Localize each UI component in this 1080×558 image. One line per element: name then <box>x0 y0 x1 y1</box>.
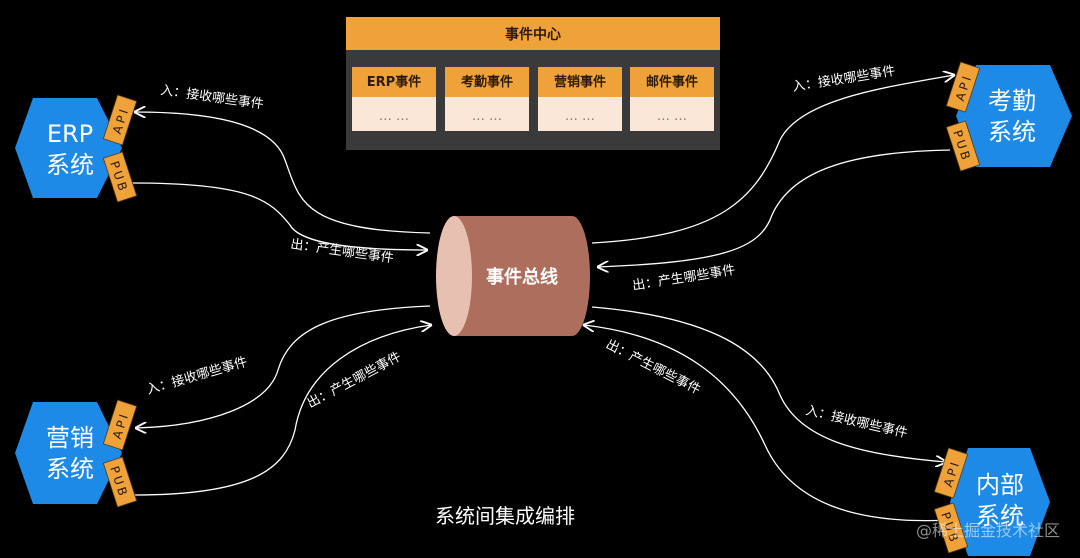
api-tag-background <box>102 399 138 451</box>
event-center-header <box>346 17 720 50</box>
event-center-panel: 事件中心 ERP事件 … … 考勤事件 … … 营销事件 … … 邮件事件 … … <box>346 17 720 150</box>
system-internal: 内部 系统 API PUB <box>933 447 1050 556</box>
watermark: @稀土掘金技术社区 <box>916 521 1060 540</box>
flow-label-marketing-in: 入：接收哪些事件 <box>145 354 249 398</box>
event-card-header <box>538 67 622 97</box>
event-card-body <box>538 97 622 131</box>
event-card-body <box>445 97 529 131</box>
api-tag: API <box>933 447 969 499</box>
pub-tag-background <box>933 502 969 554</box>
event-card-label: ERP事件 <box>367 74 421 90</box>
pub-tag: PUB <box>933 502 969 554</box>
event-card-marketing: 营销事件 … … <box>538 67 622 131</box>
flow-label-attendance-in: 入：接收哪些事件 <box>791 63 896 95</box>
event-card-ellipsis: … … <box>472 109 502 124</box>
event-bus: 事件总线 <box>436 216 590 336</box>
flow-label-erp-out: 出：产生哪些事件 <box>289 237 394 266</box>
api-tag-background <box>945 61 981 113</box>
flow-erp-out <box>131 182 427 250</box>
system-name-line2: 系统 <box>988 118 1036 146</box>
event-card-attendance: 考勤事件 … … <box>445 67 529 131</box>
flow-internal-out <box>584 325 951 522</box>
event-card-label: 营销事件 <box>554 74 606 90</box>
event-card-header <box>445 67 529 97</box>
api-tag: API <box>102 94 138 146</box>
event-card-header <box>352 67 436 97</box>
event-card-body <box>630 97 714 131</box>
flow-label-attendance-out: 出：产生哪些事件 <box>631 263 736 294</box>
event-card-mail: 邮件事件 … … <box>630 67 714 131</box>
system-name-line1: ERP <box>47 120 93 148</box>
event-card-label: 考勤事件 <box>461 74 513 90</box>
flow-lines <box>131 75 954 522</box>
event-card-erp: ERP事件 … … <box>352 67 436 131</box>
system-name-line2: 系统 <box>976 502 1024 530</box>
flow-label-erp-in: 入：接收哪些事件 <box>159 82 264 112</box>
system-marketing: 营销 系统 API PUB <box>15 399 138 508</box>
pub-tag: PUB <box>102 456 138 508</box>
event-card-body <box>352 97 436 131</box>
event-card-label: 邮件事件 <box>646 74 698 90</box>
flow-internal-in <box>591 306 946 462</box>
api-tag-background <box>102 94 138 146</box>
system-name-line2: 系统 <box>46 151 94 179</box>
event-bus-cap <box>436 216 472 336</box>
api-tag-background <box>933 447 969 499</box>
system-hexagon <box>950 448 1050 556</box>
flow-label-internal-in: 入：接收哪些事件 <box>804 402 909 441</box>
flow-attendance-in <box>591 75 954 244</box>
flow-erp-in <box>135 112 431 234</box>
event-card-ellipsis: … … <box>657 109 687 124</box>
api-tag: API <box>102 399 138 451</box>
system-hexagon <box>956 65 1072 167</box>
event-card-header <box>630 67 714 97</box>
system-hexagon <box>15 98 122 198</box>
pub-tag: PUB <box>102 151 138 203</box>
event-bus-label: 事件总线 <box>486 266 558 288</box>
flow-marketing-in <box>136 305 431 428</box>
pub-tag-background <box>102 456 138 508</box>
system-name-line1: 营销 <box>46 424 94 452</box>
system-attendance: 考勤 系统 API PUB <box>945 61 1072 172</box>
system-name-line1: 考勤 <box>988 87 1036 115</box>
flow-label-marketing-out: 出：产生哪些事件 <box>305 349 404 411</box>
pub-tag-background <box>945 120 981 172</box>
system-erp: ERP 系统 API PUB <box>15 94 138 203</box>
pub-tag-background <box>102 151 138 203</box>
diagram-caption: 系统间集成编排 <box>435 504 575 528</box>
flow-marketing-out <box>133 325 431 496</box>
system-hexagon <box>15 402 122 504</box>
event-card-ellipsis: … … <box>565 109 595 124</box>
system-name-line2: 系统 <box>46 455 94 483</box>
event-center-title: 事件中心 <box>505 26 561 43</box>
api-tag: API <box>945 61 981 113</box>
event-card-ellipsis: … … <box>379 109 409 124</box>
flow-label-internal-out: 出：产生哪些事件 <box>603 337 702 398</box>
event-bus-body <box>454 216 590 336</box>
pub-tag: PUB <box>945 120 981 172</box>
flow-attendance-out <box>598 149 951 267</box>
system-name-line1: 内部 <box>976 471 1024 499</box>
